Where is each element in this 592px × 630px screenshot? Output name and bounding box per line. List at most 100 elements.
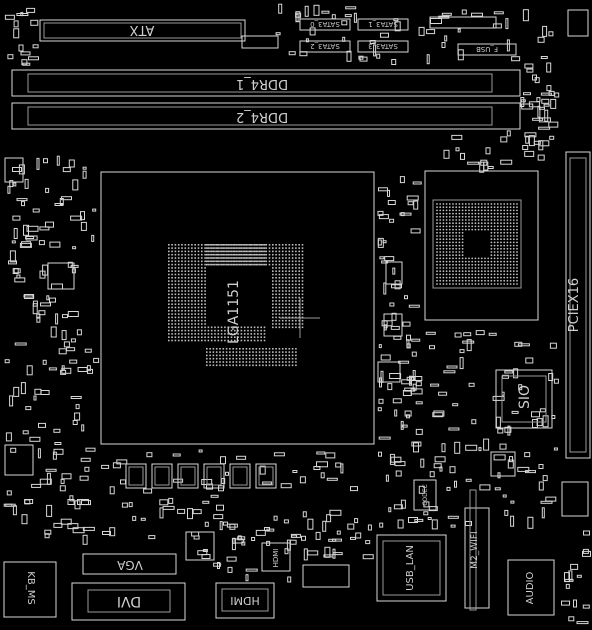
socket-pin <box>295 244 297 246</box>
pch-ball <box>439 270 442 273</box>
socket-pin <box>247 257 249 259</box>
socket-pin <box>298 290 300 292</box>
smd-part <box>55 313 59 325</box>
socket-pin <box>225 257 228 259</box>
socket-pin <box>288 270 291 272</box>
socket-pin <box>191 270 193 272</box>
socket-pin <box>272 247 274 249</box>
socket-pin <box>214 333 216 335</box>
smd-part <box>546 85 552 92</box>
socket-pin <box>295 293 297 296</box>
smd-part <box>49 241 61 248</box>
pch-ball <box>445 219 448 221</box>
smd-part <box>444 35 448 42</box>
pch-ball <box>458 283 461 285</box>
socket-pin <box>263 250 266 253</box>
pch-ball <box>468 222 470 225</box>
smd-part <box>20 12 24 17</box>
socket-pin <box>171 260 173 263</box>
pch-ball <box>445 263 448 266</box>
smd-part <box>430 383 440 387</box>
smd-part <box>67 311 79 317</box>
socket-pin <box>242 253 244 256</box>
socket-pin <box>285 260 287 263</box>
socket-pin <box>184 253 187 256</box>
smd-part <box>33 395 37 401</box>
pch-ball <box>477 225 480 228</box>
pch-ball <box>503 260 506 263</box>
socket-pin <box>177 263 180 266</box>
smd-part <box>21 201 25 207</box>
socket-pin <box>255 348 258 350</box>
pch-ball <box>477 273 480 276</box>
socket-pin <box>272 277 274 279</box>
socket-pin <box>184 290 187 292</box>
socket-pin <box>227 260 229 263</box>
socket-pin <box>229 247 231 249</box>
socket-pin <box>239 250 241 253</box>
socket-pin <box>191 339 193 342</box>
lan-chip <box>561 481 589 517</box>
socket-pin <box>177 247 180 249</box>
socket-pin <box>194 323 196 325</box>
socket-pin <box>278 364 281 367</box>
pch-ball <box>500 267 502 269</box>
pch-ball <box>461 279 464 282</box>
socket-pin <box>224 253 226 256</box>
smd-part <box>324 546 331 558</box>
pch-ball <box>503 222 506 225</box>
smd-part <box>61 473 72 480</box>
socket-pin <box>220 339 223 342</box>
socket-pin <box>258 250 261 253</box>
pch-ball <box>439 212 442 215</box>
smd-part <box>82 170 87 179</box>
socket-pin <box>201 263 203 266</box>
pch-ball <box>477 222 480 225</box>
smd-part <box>326 477 338 481</box>
pch-ball <box>487 273 490 276</box>
socket-pin <box>263 336 266 338</box>
socket-pin <box>227 339 229 342</box>
socket-pin <box>187 303 190 305</box>
hdmi1-chip <box>261 542 291 572</box>
mosfet <box>385 261 403 285</box>
socket-pin <box>212 361 215 363</box>
socket-pin <box>250 250 253 253</box>
pch-ball <box>448 235 451 237</box>
socket-pin <box>181 280 183 282</box>
pch-ball <box>516 244 518 247</box>
pch-ball <box>512 254 515 257</box>
pch-ball <box>448 222 451 225</box>
socket-pin <box>291 247 294 249</box>
socket-pin <box>263 326 266 329</box>
socket-pin <box>187 257 190 259</box>
smd-part <box>39 226 50 231</box>
socket-pin <box>191 277 193 279</box>
pch-ball <box>452 238 454 241</box>
socket-pin <box>210 263 213 266</box>
pch-ball <box>480 263 483 266</box>
socket-pin <box>177 310 180 312</box>
pch-ball <box>464 279 467 282</box>
socket-pin <box>220 333 223 335</box>
socket-pin <box>197 339 200 342</box>
smd-part <box>582 548 589 554</box>
pch-ball <box>468 257 470 260</box>
socket-pin <box>168 339 170 342</box>
pch-ball <box>496 219 499 221</box>
socket-pin <box>220 257 223 259</box>
smd-part <box>14 342 27 346</box>
pch-ball <box>448 279 451 282</box>
socket-pin <box>242 257 244 259</box>
socket-pin <box>248 263 251 266</box>
choke-core <box>154 466 170 486</box>
socket-pin <box>278 260 281 263</box>
socket-pin <box>295 361 297 363</box>
pch-ball <box>471 260 474 263</box>
socket-pin <box>242 263 244 266</box>
socket-pin <box>201 244 203 246</box>
socket-pin <box>258 257 261 259</box>
socket-pin <box>237 253 239 256</box>
socket-pin <box>222 364 225 367</box>
socket-pin <box>184 313 187 315</box>
